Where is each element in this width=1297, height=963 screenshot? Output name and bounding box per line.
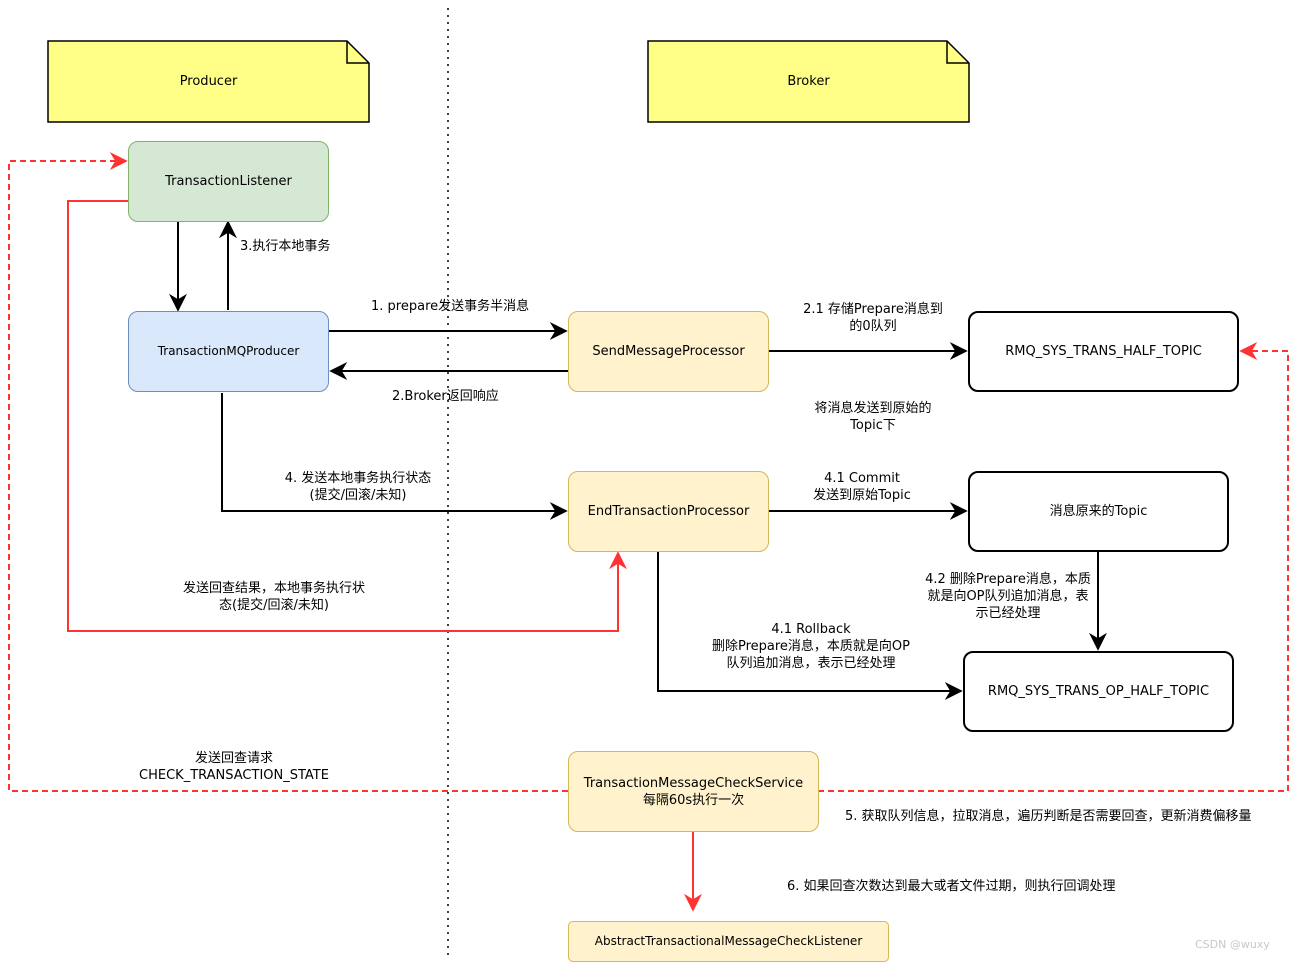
- label-commit: 4.1 Commit 发送到原始Topic: [813, 471, 911, 503]
- transaction-listener-label: TransactionListener: [165, 174, 292, 189]
- transaction-listener-node: TransactionListener: [128, 141, 329, 222]
- producer-lane-header: Producer: [47, 40, 370, 123]
- transaction-mq-producer-node: TransactionMQProducer: [128, 311, 329, 392]
- label-check-result: 发送回查结果，本地事务执行状 态(提交/回滚/未知): [182, 581, 365, 613]
- edge-check-request: [8, 152, 568, 792]
- send-message-processor-node: SendMessageProcessor: [568, 311, 769, 392]
- label-prepare-send: 1. prepare发送事务半消息: [371, 299, 530, 314]
- edge-send-local-state: [221, 393, 568, 520]
- send-message-processor-label: SendMessageProcessor: [592, 344, 745, 359]
- rmq-half-topic-label: RMQ_SYS_TRANS_HALF_TOPIC: [1005, 344, 1202, 359]
- label-send-local-state: 4. 发送本地事务执行状态 (提交/回滚/未知): [284, 471, 432, 503]
- abstract-listener-node: AbstractTransactionalMessageCheckListene…: [568, 921, 889, 962]
- end-transaction-processor-node: EndTransactionProcessor: [568, 471, 769, 552]
- broker-lane-header: Broker: [647, 40, 970, 123]
- label-rollback: 4.1 Rollback 删除Prepare消息，本质就是向OP 队列追加消息，…: [711, 622, 910, 671]
- edge-rollback: [657, 551, 963, 700]
- broker-lane-title: Broker: [787, 74, 830, 89]
- rmq-op-half-topic-node: RMQ_SYS_TRANS_OP_HALF_TOPIC: [963, 651, 1234, 732]
- label-send-to-original: 将消息发送到原始的 Topic下: [814, 401, 932, 433]
- transaction-mq-producer-label: TransactionMQProducer: [157, 344, 300, 358]
- original-topic-label: 消息原来的Topic: [1049, 504, 1148, 519]
- label-check-request: 发送回查请求 CHECK_TRANSACTION_STATE: [139, 751, 329, 783]
- producer-lane-title: Producer: [179, 74, 238, 89]
- label-delete-prepare: 4.2 删除Prepare消息，本质 就是向OP队列追加消息，表 示已经处理: [925, 572, 1091, 621]
- check-service-label: TransactionMessageCheckService 每隔60s执行一次: [583, 775, 804, 808]
- watermark: CSDN @wuxy: [1195, 938, 1270, 951]
- abstract-listener-label: AbstractTransactionalMessageCheckListene…: [594, 934, 863, 948]
- label-store-prepare: 2.1 存储Prepare消息到 的0队列: [803, 302, 943, 334]
- edge-check-result: [67, 200, 627, 632]
- label-broker-response: 2.Broker返回响应: [392, 389, 499, 404]
- label-fetch-queue: 5. 获取队列信息，拉取消息，遍历判断是否需要回查，更新消费偏移量: [845, 809, 1252, 824]
- label-max-check: 6. 如果回查次数达到最大或者文件过期，则执行回调处理: [787, 879, 1116, 894]
- rmq-op-half-topic-label: RMQ_SYS_TRANS_OP_HALF_TOPIC: [987, 684, 1210, 699]
- label-execute-local: 3.执行本地事务: [240, 239, 331, 254]
- rmq-half-topic-node: RMQ_SYS_TRANS_HALF_TOPIC: [968, 311, 1239, 392]
- end-transaction-processor-label: EndTransactionProcessor: [587, 504, 750, 519]
- check-service-node: TransactionMessageCheckService 每隔60s执行一次: [568, 751, 819, 832]
- original-topic-node: 消息原来的Topic: [968, 471, 1229, 552]
- edge-fetch-queue: [818, 342, 1289, 792]
